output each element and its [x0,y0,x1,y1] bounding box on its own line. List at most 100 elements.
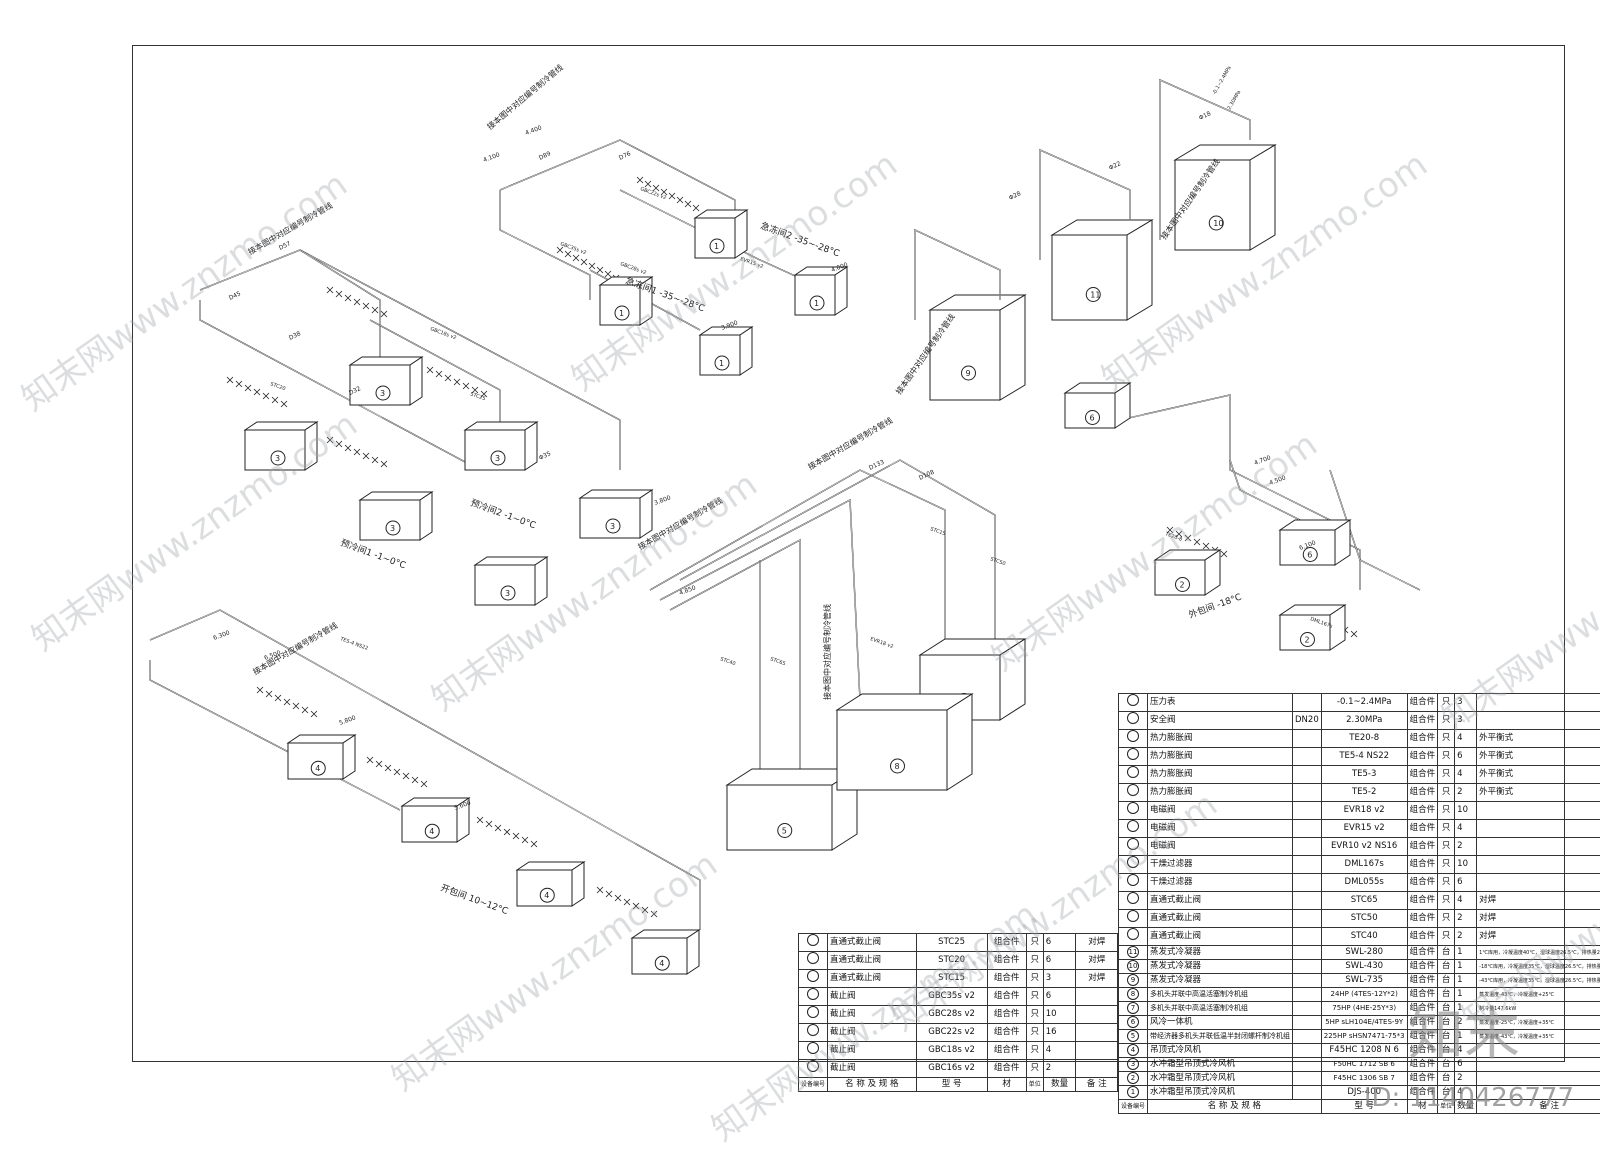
pipe-size-label: D38 [288,330,302,342]
equipment-number: 11 [1119,946,1148,960]
unit-number: 10 [1213,219,1223,228]
pipe-note: 接本图中对应编号制冷管线 [485,62,565,131]
header-no: 设备编号 [1119,1100,1148,1114]
item-material: 组合件 [987,952,1026,970]
item-material: 组合件 [1407,892,1438,910]
item-model: SWL-430 [1321,960,1407,974]
item-model: 24HP (4TES-12Y*2) [1321,988,1407,1002]
pipe-note: 接本图中对应编号制冷管线 [822,604,832,700]
item-name: 截止阀 [828,1042,917,1060]
item-unit: 台 [1438,946,1455,960]
equipment-number [799,934,828,952]
equipment-number: 8 [1119,988,1148,1002]
item-name: 电磁阀 [1148,820,1293,838]
item-qty: 10 [1043,1006,1076,1024]
pipe-size-label: Φ18 [1198,110,1212,122]
item-material: 组合件 [1407,712,1438,730]
item-note [1477,802,1600,820]
equipment-number [1119,730,1148,748]
unit-side [687,930,699,974]
item-material: 组合件 [987,1006,1026,1024]
valve-icon [354,449,360,455]
unit-number: 3 [505,589,510,598]
unit-number: 6 [1307,551,1312,560]
item-qty: 6 [1043,934,1076,952]
equipment-number [1119,910,1148,928]
item-spec [1293,988,1322,1002]
pipe-freezer-main [500,140,735,225]
item-note [1477,874,1600,892]
item-model: TE5-4 NS22 [1321,748,1407,766]
item-unit: 只 [1026,952,1043,970]
valve-tag-label: GBC22s v2 [639,186,667,201]
item-spec [1293,730,1322,748]
item-model: TE5-2 [1321,784,1407,802]
header-qty: 数量 [1043,1078,1076,1092]
valve-icon [531,841,537,847]
item-name: 干燥过滤器 [1148,856,1293,874]
item-material: 组合件 [1407,748,1438,766]
valve-icon [624,899,630,905]
item-material: 组合件 [1407,694,1438,712]
item-spec [1293,1030,1322,1044]
valve-icon [372,457,378,463]
item-name: 热力膨胀阀 [1148,784,1293,802]
item-material: 组合件 [1407,928,1438,946]
item-qty: 4 [1455,820,1477,838]
item-qty: 3 [1455,712,1477,730]
item-model: -0.1~2.4MPa [1321,694,1407,712]
item-material: 组合件 [987,988,1026,1006]
item-name: 直通式截止阀 [828,970,917,988]
valve-tag-label: STC20 [269,381,286,392]
equipment-number: 6 [1119,1016,1148,1030]
item-unit: 只 [1438,856,1455,874]
equipment-number: 5 [1119,1030,1148,1044]
item-name: 电磁阀 [1148,802,1293,820]
item-name: 截止阀 [828,1006,917,1024]
item-note: 对焊 [1477,892,1600,910]
unit-side [572,862,584,906]
item-name: 安全阀 [1148,712,1293,730]
item-note: 外平衡式 [1477,766,1600,784]
item-model: SWL-280 [1321,946,1407,960]
valve-tag-label: GBC28s v2 [619,261,647,276]
item-note [1477,694,1600,712]
equipment-number [1119,784,1148,802]
item-qty: 1 [1455,960,1477,974]
pipe-size-label: D76 [618,150,632,162]
item-model: GBC35s v2 [916,988,987,1006]
pipe-precool-b1 [300,250,380,360]
item-spec [1293,1002,1322,1016]
item-note: 外平衡式 [1477,748,1600,766]
elevation-label: 4.400 [524,124,543,137]
item-spec [1293,1016,1322,1030]
unit-number: 3 [275,454,280,463]
valve-icon [1221,551,1227,557]
equipment-number: 4 [1119,1044,1148,1058]
valve-icon [1351,631,1357,637]
valve-tag-label: EVR18 v2 [869,636,894,650]
unit-number: 8 [895,762,900,771]
pipe-comp-4 [680,460,995,660]
item-note: 对焊 [1076,952,1118,970]
equipment-number [799,970,828,988]
unit-number: 1 [814,299,819,308]
valve-icon [385,765,391,771]
unit-number: 3 [380,389,385,398]
valve-icon [589,263,595,269]
valve-icon [376,761,382,767]
item-material: 组合件 [1407,946,1438,960]
item-model: F45HC 1208 N 6 [1321,1044,1407,1058]
item-spec [1293,838,1322,856]
item-model: GBC22s v2 [916,1024,987,1042]
unit-side [835,267,847,315]
item-qty: 2 [1455,928,1477,946]
item-unit: 只 [1026,934,1043,952]
